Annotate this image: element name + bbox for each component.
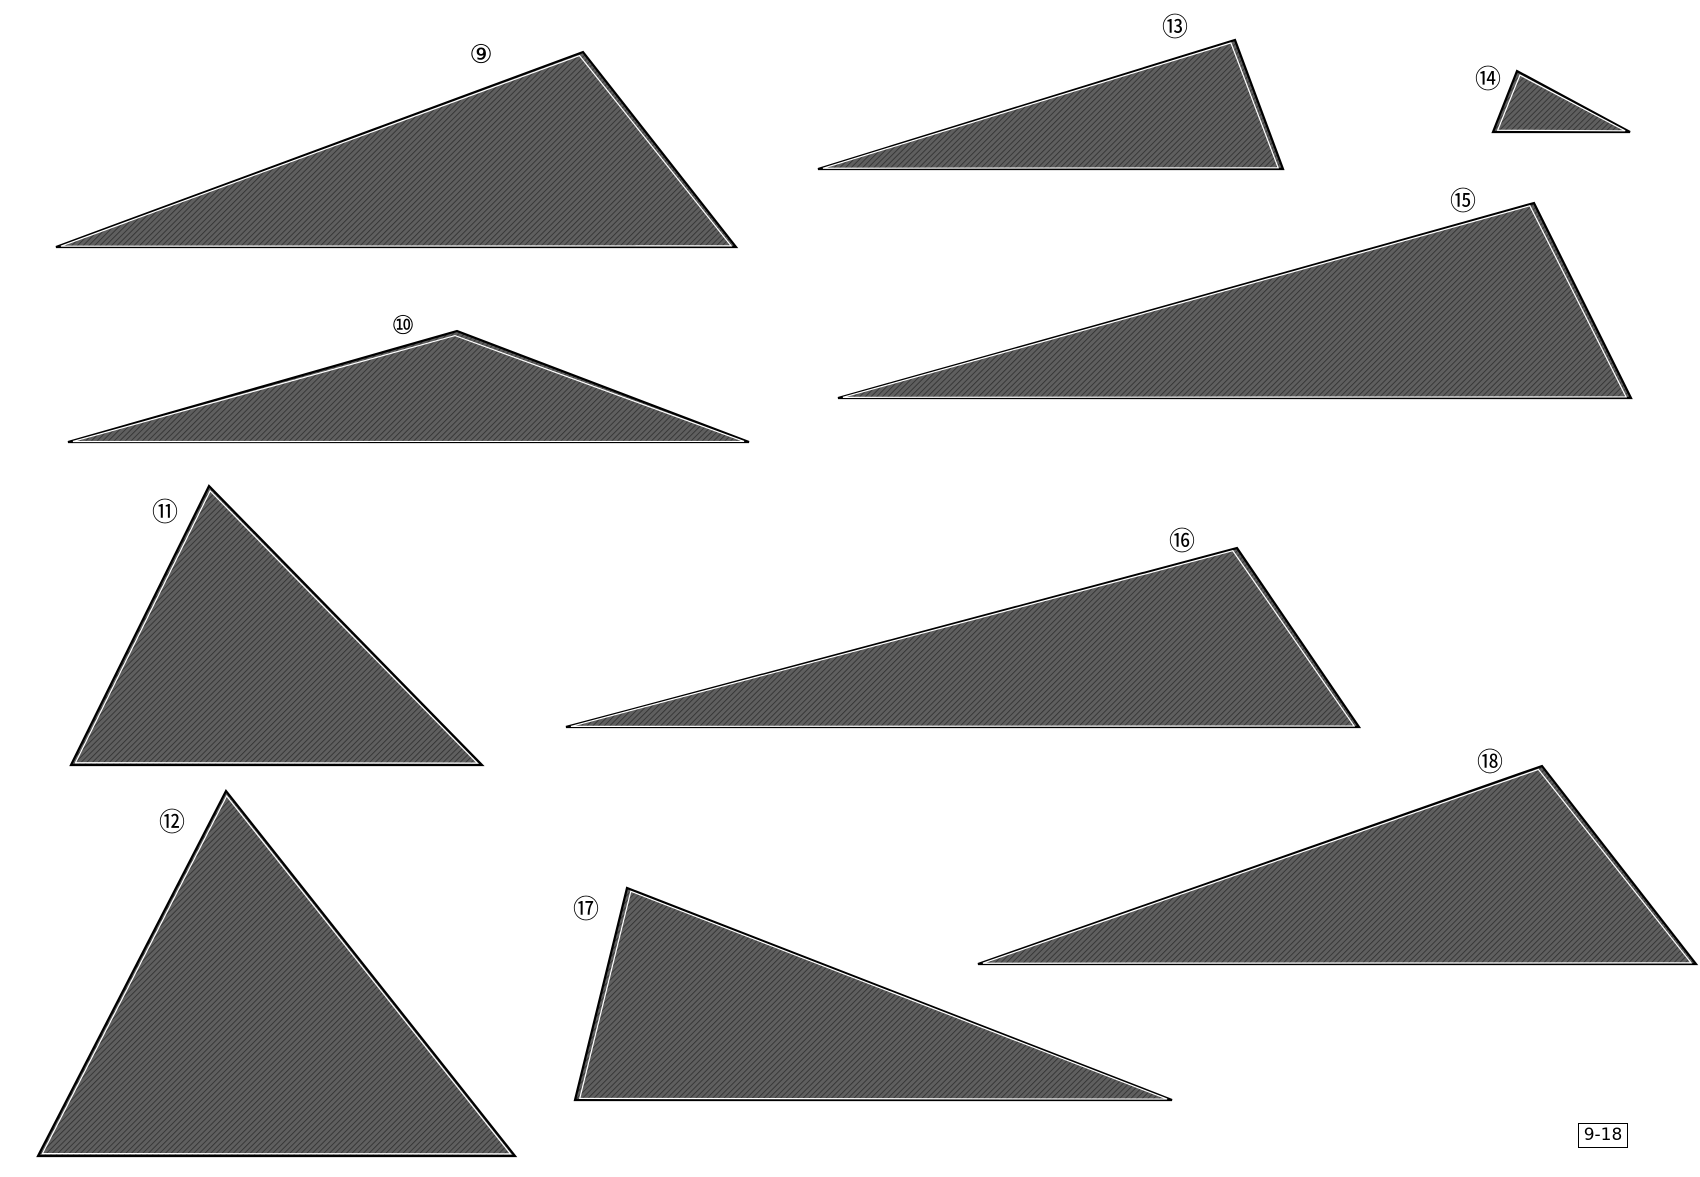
triangle-shape-9	[55, 50, 739, 249]
triangle-inner-edge-16	[570, 550, 1356, 727]
triangle-inner-edge-17	[578, 890, 1168, 1100]
triangle-shape-12	[36, 788, 518, 1158]
triangle-inner-edge-14	[1496, 74, 1626, 132]
triangle-shape-17	[573, 886, 1173, 1102]
piece-number-label-9: ⑨	[469, 40, 492, 70]
triangle-shape-15	[837, 201, 1633, 400]
triangle-shape-18	[977, 764, 1699, 966]
triangle-piece-9: ⑨	[55, 40, 739, 249]
triangle-shape-14	[1491, 69, 1631, 134]
piece-number-label-16: ⑯	[1169, 527, 1195, 557]
triangle-shape-10	[67, 329, 750, 444]
triangle-piece-18: ⑱	[977, 748, 1699, 966]
triangle-piece-11: ⑪	[69, 484, 485, 767]
triangle-piece-15: ⑮	[837, 187, 1633, 400]
triangle-shape-16	[565, 546, 1362, 729]
triangle-piece-16: ⑯	[565, 527, 1362, 729]
piece-number-label-18: ⑱	[1477, 748, 1503, 778]
triangle-shape-13	[817, 38, 1285, 171]
triangle-piece-14: ⑭	[1475, 65, 1631, 134]
triangle-inner-edge-10	[72, 334, 745, 443]
triangle-inner-edge-13	[822, 42, 1280, 169]
triangle-piece-17: ⑰	[573, 886, 1173, 1102]
triangle-piece-12: ⑫	[36, 788, 518, 1158]
piece-number-label-10: ⑩	[391, 311, 414, 341]
sheet-label: 9-18	[1578, 1123, 1628, 1148]
triangle-inner-edge-11	[74, 489, 479, 764]
piece-number-label-15: ⑮	[1450, 187, 1476, 217]
triangle-piece-13: ⑬	[817, 13, 1285, 171]
piece-number-label-14: ⑭	[1475, 65, 1501, 95]
piece-number-label-17: ⑰	[573, 895, 599, 925]
piece-number-label-12: ⑫	[159, 808, 185, 838]
triangle-inner-edge-18	[982, 768, 1693, 964]
triangle-piece-10: ⑩	[67, 311, 750, 444]
triangle-inner-edge-9	[60, 54, 733, 247]
piece-number-label-11: ⑪	[152, 498, 178, 528]
piece-number-label-13: ⑬	[1162, 13, 1188, 43]
triangle-shape-11	[69, 484, 485, 767]
triangle-inner-edge-15	[842, 205, 1628, 398]
triangle-inner-edge-12	[41, 794, 512, 1155]
